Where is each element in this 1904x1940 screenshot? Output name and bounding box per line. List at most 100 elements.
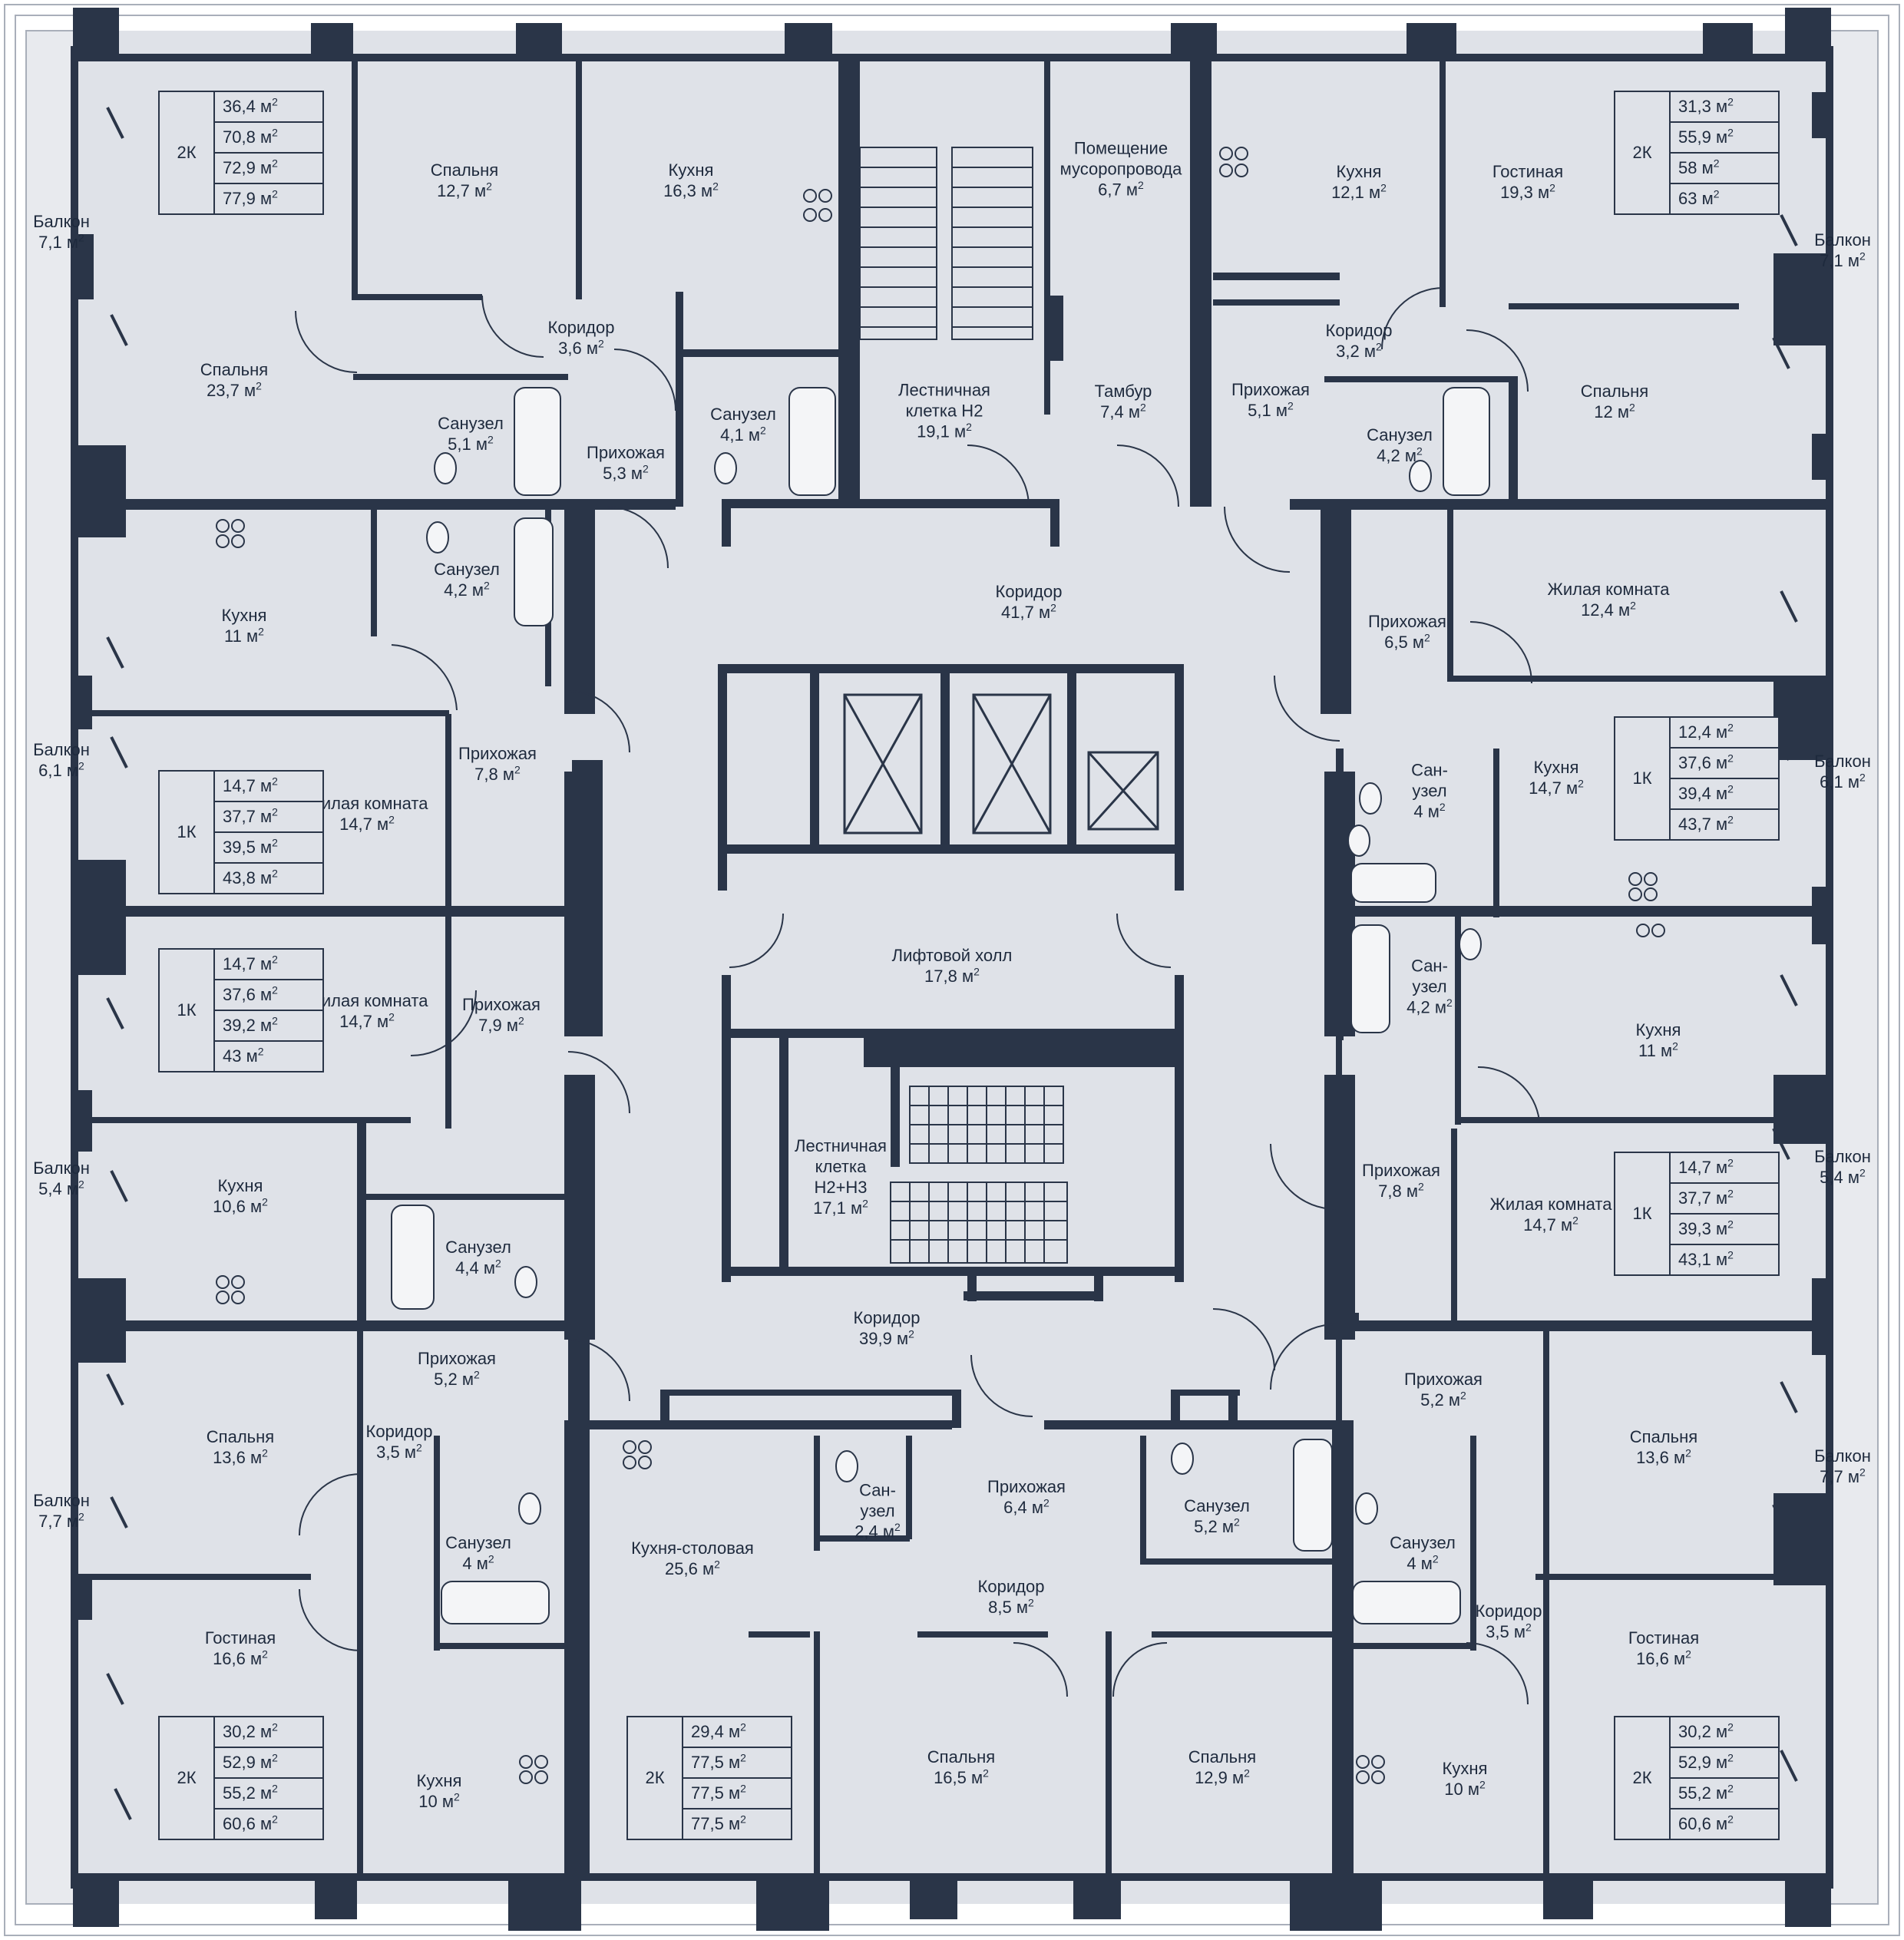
area-cell: 77,9 м2 — [223, 187, 278, 208]
area-cell: 70,8 м2 — [215, 123, 322, 154]
apartment-legend-sw: 2К 30,2 м2 52,9 м2 55,2 м2 60,6 м2 — [158, 1716, 324, 1840]
area-cell: 39,5 м2 — [215, 833, 322, 864]
balcony-strips — [25, 30, 1879, 1905]
area-cell: 72,9 м2 — [215, 154, 322, 184]
area-cell: 58 м2 — [1671, 154, 1778, 184]
floor-slab — [77, 31, 1827, 1904]
area-cell: 55,9 м2 — [1671, 123, 1778, 154]
area-cell: 43,7 м2 — [1678, 813, 1734, 834]
area-cell: 29,4 м2 — [683, 1717, 791, 1748]
area-cell: 43,1 м2 — [1678, 1248, 1734, 1269]
balcony-window-marks — [106, 107, 1798, 1820]
apartment-type: 2К — [160, 92, 215, 213]
area-cell: 14,7 м2 — [215, 950, 322, 980]
area-cell: 55,2 м2 — [1671, 1779, 1778, 1809]
area-cell: 43 м2 — [223, 1045, 264, 1066]
apartment-legend-nw: 2К 36,4 м2 70,8 м2 72,9 м2 77,9 м2 — [158, 91, 324, 215]
apartment-legend-ne: 2К 31,3 м2 55,9 м2 58 м2 63 м2 — [1614, 91, 1780, 215]
area-cell: 36,4 м2 — [215, 92, 322, 123]
area-cell: 77,5 м2 — [683, 1779, 791, 1809]
area-cell: 52,9 м2 — [1671, 1748, 1778, 1779]
area-cell: 30,2 м2 — [1671, 1717, 1778, 1748]
apartment-type: 2К — [1615, 92, 1671, 213]
area-cell: 43,8 м2 — [223, 867, 278, 887]
area-cell: 60,6 м2 — [1678, 1813, 1734, 1833]
apartment-type: 2К — [628, 1717, 683, 1839]
apartment-type: 1К — [160, 772, 215, 893]
area-cell: 77,5 м2 — [691, 1813, 746, 1833]
area-cell: 55,2 м2 — [215, 1779, 322, 1809]
apartment-legend-se: 2К 30,2 м2 52,9 м2 55,2 м2 60,6 м2 — [1614, 1716, 1780, 1840]
area-cell: 37,7 м2 — [215, 802, 322, 833]
facade-outline — [4, 4, 1900, 1936]
area-cell: 77,5 м2 — [683, 1748, 791, 1779]
apartment-type: 2К — [1615, 1717, 1671, 1839]
kitchen-stoves — [216, 147, 1665, 1784]
apartment-legend-w3: 1К 14,7 м2 37,6 м2 39,2 м2 43 м2 — [158, 948, 324, 1072]
apartment-legend-e2: 1К 12,4 м2 37,6 м2 39,4 м2 43,7 м2 — [1614, 716, 1780, 841]
area-cell: 39,4 м2 — [1671, 779, 1778, 810]
area-cell: 14,7 м2 — [215, 772, 322, 802]
area-cell: 39,2 м2 — [215, 1011, 322, 1042]
apartment-type: 1К — [1615, 1153, 1671, 1274]
apartment-type: 2К — [160, 1717, 215, 1839]
stairs — [859, 147, 1068, 1264]
area-cell: 39,3 м2 — [1671, 1215, 1778, 1245]
apartment-legend-e4: 1К 14,7 м2 37,7 м2 39,3 м2 43,1 м2 — [1614, 1152, 1780, 1276]
area-cell: 52,9 м2 — [215, 1748, 322, 1779]
apartment-type: 1К — [1615, 718, 1671, 839]
elevator-shafts — [843, 693, 1159, 834]
